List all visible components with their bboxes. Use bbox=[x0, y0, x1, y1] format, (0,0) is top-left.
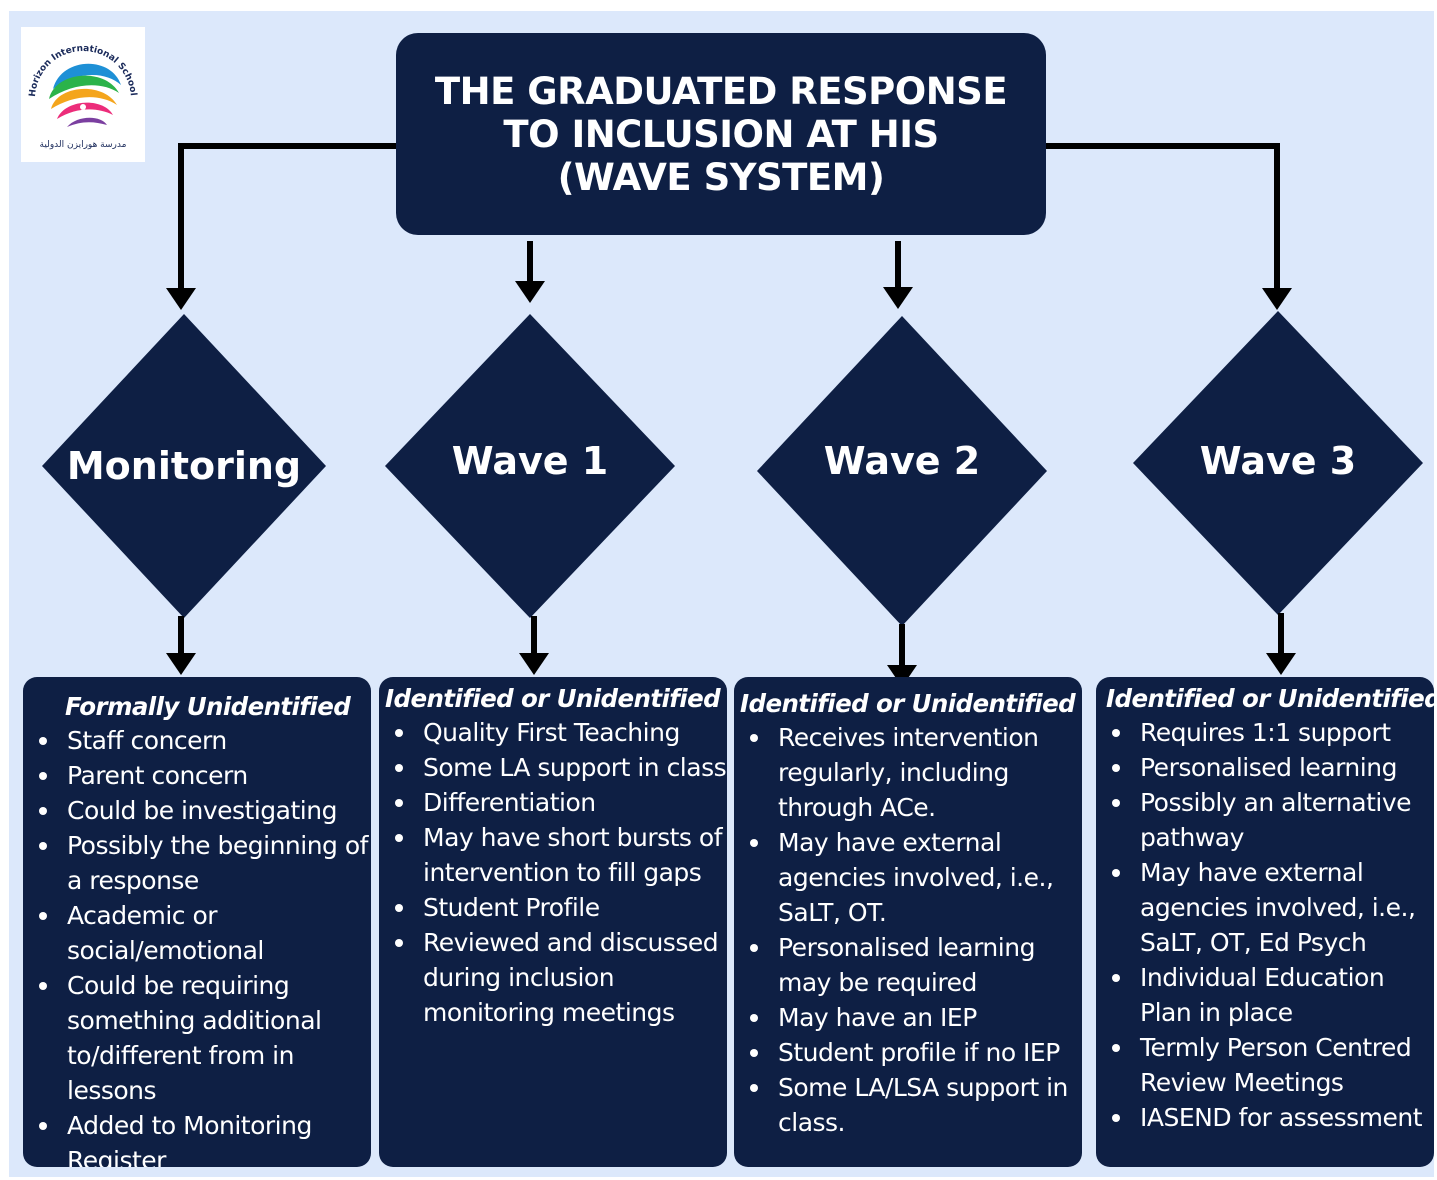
card-list-item-text: Personalised learning may be required bbox=[778, 933, 1035, 997]
bullet-icon bbox=[750, 944, 758, 952]
bullet-icon bbox=[39, 1122, 47, 1130]
card-list-item: Could be investigating bbox=[23, 793, 371, 828]
card-list-item-text: Individual Education Plan in place bbox=[1140, 963, 1385, 1027]
stage-label-3: Wave 2 bbox=[823, 439, 981, 483]
card-list-item: May have an IEP bbox=[734, 1000, 1082, 1035]
card-list-item: Some LA/LSA support in class. bbox=[734, 1070, 1082, 1140]
card-list-item-text: Could be requiring something additional … bbox=[67, 971, 322, 1105]
logo-arabic-text: مدرسة هورايزن الدولية bbox=[40, 140, 127, 150]
bullet-icon bbox=[395, 729, 403, 737]
diagram-title: THE GRADUATED RESPONSE TO INCLUSION AT H… bbox=[434, 69, 1008, 199]
card-list-item-text: Differentiation bbox=[423, 788, 596, 817]
stage-label-2: Wave 1 bbox=[451, 439, 609, 483]
bullet-icon bbox=[39, 842, 47, 850]
card-list-item: Receives intervention regularly, includi… bbox=[734, 720, 1082, 825]
card-list-item-text: Parent concern bbox=[67, 761, 248, 790]
bullet-icon bbox=[39, 912, 47, 920]
card-list-item-text: Student profile if no IEP bbox=[778, 1038, 1060, 1067]
card-list-item: Possibly an alternative pathway bbox=[1096, 785, 1434, 855]
school-logo-mark: Horizon International School مدرسة هوراي… bbox=[28, 44, 138, 150]
card-list: Receives intervention regularly, includi… bbox=[734, 720, 1082, 1140]
card-list-item: Student Profile bbox=[379, 890, 727, 925]
bullet-icon bbox=[1112, 1044, 1120, 1052]
bullet-icon bbox=[39, 982, 47, 990]
bullet-icon bbox=[750, 1084, 758, 1092]
card-list-item-text: Academic or social/emotional bbox=[67, 901, 264, 965]
card-list-item: IASEND for assessment bbox=[1096, 1100, 1434, 1135]
bullet-icon bbox=[395, 904, 403, 912]
card-list-item-text: Termly Person Centred Review Meetings bbox=[1140, 1033, 1412, 1097]
card-list-item-text: Requires 1:1 support bbox=[1140, 718, 1391, 747]
card-list-item: Added to Monitoring Register bbox=[23, 1108, 371, 1167]
bullet-icon bbox=[395, 834, 403, 842]
card-list-item: Staff concern bbox=[23, 723, 371, 758]
card-list-item-text: Some LA support in class bbox=[423, 753, 727, 782]
card-list-item: Individual Education Plan in place bbox=[1096, 960, 1434, 1030]
card-heading: Formally Unidentified bbox=[65, 692, 351, 721]
card-list-item-text: May have an IEP bbox=[778, 1003, 977, 1032]
card-heading: Identified or Unidentified bbox=[1106, 684, 1434, 713]
card-list-item: Personalised learning may be required bbox=[734, 930, 1082, 1000]
card-list-item: Possibly the beginning of a response bbox=[23, 828, 371, 898]
card-list-item-text: Quality First Teaching bbox=[423, 718, 680, 747]
bullet-icon bbox=[1112, 1114, 1120, 1122]
card-heading: Identified or Unidentified bbox=[385, 684, 721, 713]
card-list-item-text: Personalised learning bbox=[1140, 753, 1397, 782]
card-list-item-text: Student Profile bbox=[423, 893, 600, 922]
card-list-item-text: Possibly the beginning of a response bbox=[67, 831, 368, 895]
card-list-item-text: Receives intervention regularly, includi… bbox=[778, 723, 1039, 822]
card-list-item: May have short bursts of intervention to… bbox=[379, 820, 727, 890]
card-list-item-text: May have external agencies involved, i.e… bbox=[778, 828, 1054, 927]
card-list-item: May have external agencies involved, i.e… bbox=[1096, 855, 1434, 960]
card-list-item: Some LA support in class bbox=[379, 750, 727, 785]
card-list-item: Termly Person Centred Review Meetings bbox=[1096, 1030, 1434, 1100]
bullet-icon bbox=[395, 799, 403, 807]
card-list-item-text: Reviewed and discussed during inclusion … bbox=[423, 928, 719, 1027]
bullet-icon bbox=[39, 737, 47, 745]
stage-label-1: Monitoring bbox=[66, 444, 302, 488]
bullet-icon bbox=[750, 1014, 758, 1022]
stage-label-4: Wave 3 bbox=[1199, 439, 1357, 483]
bullet-icon bbox=[395, 939, 403, 947]
card-heading: Identified or Unidentified bbox=[740, 689, 1076, 718]
card-list-item: Reviewed and discussed during inclusion … bbox=[379, 925, 727, 1030]
card-list-item: Parent concern bbox=[23, 758, 371, 793]
card-list-item-text: Some LA/LSA support in class. bbox=[778, 1073, 1068, 1137]
card-list-item: Personalised learning bbox=[1096, 750, 1434, 785]
card-list-item-text: May have short bursts of intervention to… bbox=[423, 823, 723, 887]
card-list-item-text: May have external agencies involved, i.e… bbox=[1140, 858, 1416, 957]
bullet-icon bbox=[1112, 729, 1120, 737]
bullet-icon bbox=[750, 839, 758, 847]
title-box: THE GRADUATED RESPONSE TO INCLUSION AT H… bbox=[396, 33, 1046, 235]
bullet-icon bbox=[395, 764, 403, 772]
card-list-item: Requires 1:1 support bbox=[1096, 715, 1434, 750]
card-list-item-text: Staff concern bbox=[67, 726, 227, 755]
card-list-item-text: Added to Monitoring Register bbox=[67, 1111, 312, 1167]
school-logo: Horizon International School مدرسة هوراي… bbox=[21, 27, 145, 162]
bullet-icon bbox=[39, 772, 47, 780]
bullet-icon bbox=[1112, 799, 1120, 807]
card-list-item: Academic or social/emotional bbox=[23, 898, 371, 968]
card-list-item: Could be requiring something additional … bbox=[23, 968, 371, 1108]
bullet-icon bbox=[750, 1049, 758, 1057]
card-list-item: Quality First Teaching bbox=[379, 715, 727, 750]
bullet-icon bbox=[1112, 974, 1120, 982]
bullet-icon bbox=[1112, 869, 1120, 877]
card-list-item-text: Could be investigating bbox=[67, 796, 337, 825]
card-list-item: Student profile if no IEP bbox=[734, 1035, 1082, 1070]
card-list-item: Differentiation bbox=[379, 785, 727, 820]
card-list-item-text: IASEND for assessment bbox=[1140, 1103, 1423, 1132]
bullet-icon bbox=[1112, 764, 1120, 772]
card-list-item-text: Possibly an alternative pathway bbox=[1140, 788, 1412, 852]
bullet-icon bbox=[39, 807, 47, 815]
card-list-item: May have external agencies involved, i.e… bbox=[734, 825, 1082, 930]
bullet-icon bbox=[750, 734, 758, 742]
